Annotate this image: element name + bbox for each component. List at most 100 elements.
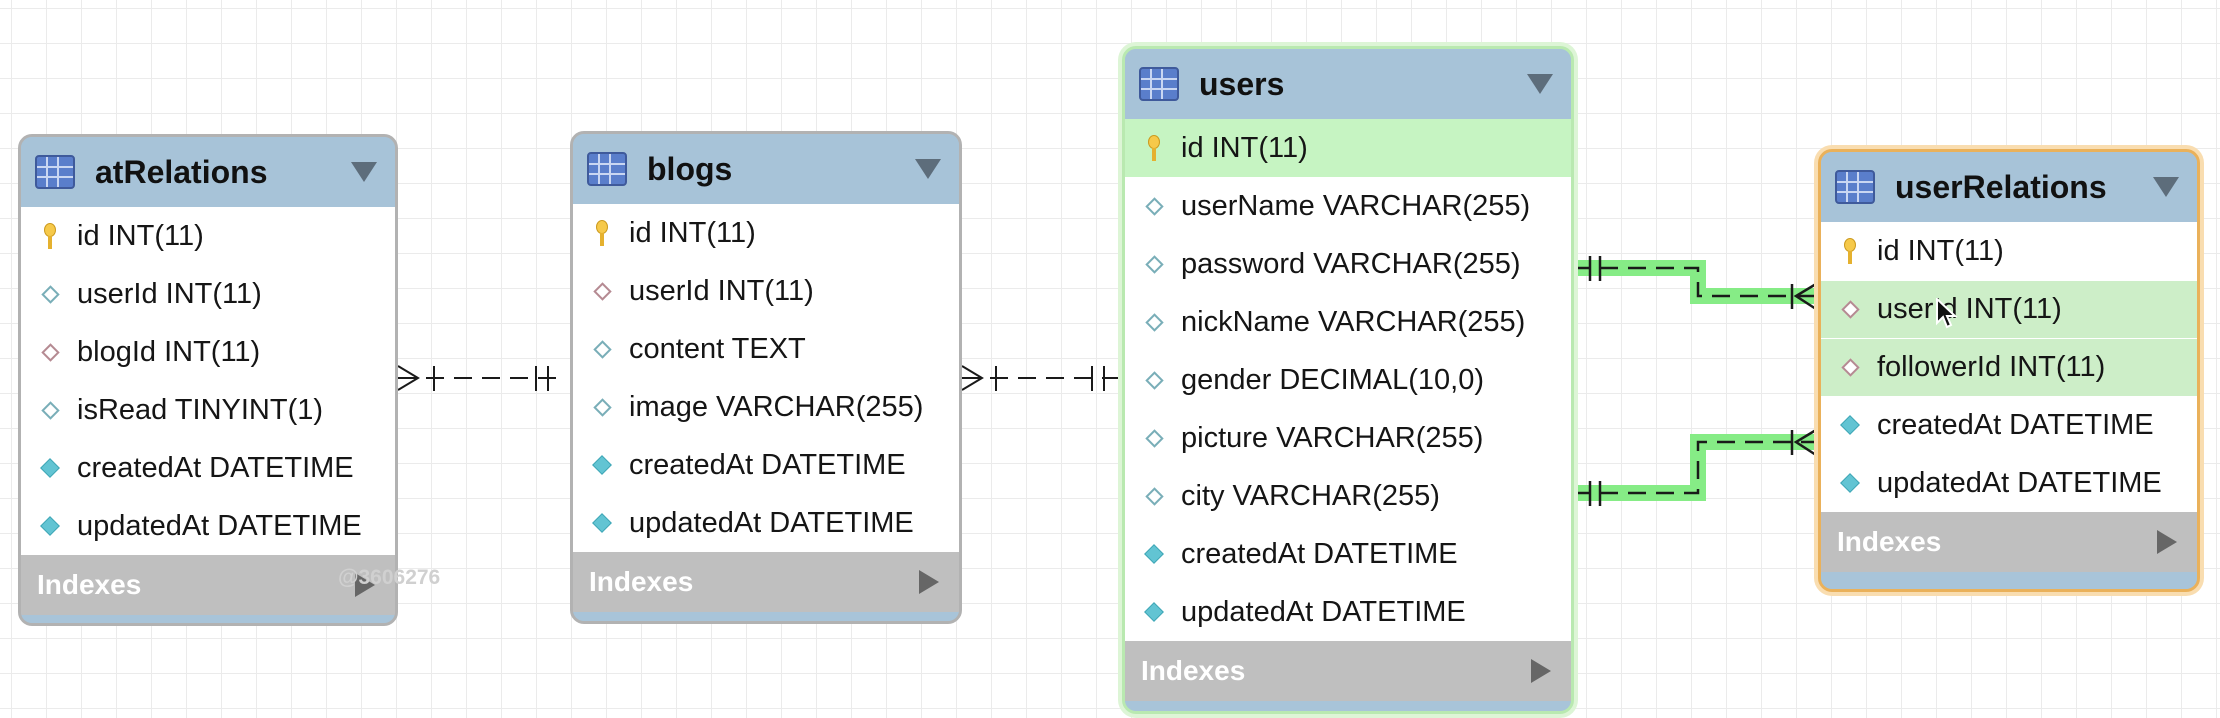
column-row[interactable]: updatedAt DATETIME <box>1125 583 1571 641</box>
foreign-key-diamond-icon <box>1837 300 1863 319</box>
table-header[interactable]: userRelations <box>1821 152 2197 222</box>
table-atrelations[interactable]: atRelations id INT(11) userId INT(11) blog… <box>18 134 398 626</box>
table-header[interactable]: users <box>1125 49 1571 119</box>
table-footer <box>573 612 959 621</box>
table-footer <box>1821 572 2197 589</box>
table-footer <box>21 615 395 623</box>
indexes-label: Indexes <box>589 566 694 597</box>
primary-key-icon <box>589 219 615 247</box>
column-row[interactable]: id INT(11) <box>573 204 959 262</box>
collapse-arrow-icon[interactable] <box>351 162 377 182</box>
column-row[interactable]: followerId INT(11) <box>1821 338 2197 396</box>
column-row[interactable]: createdAt DATETIME <box>1125 525 1571 583</box>
column-label: nickName VARCHAR(255) <box>1181 305 1526 338</box>
column-label: password VARCHAR(255) <box>1181 247 1521 280</box>
column-row[interactable]: content TEXT <box>573 320 959 378</box>
column-row[interactable]: userName VARCHAR(255) <box>1125 177 1571 235</box>
indexes-label: Indexes <box>37 569 142 600</box>
collapse-arrow-icon[interactable] <box>1527 74 1553 94</box>
column-label: updatedAt DATETIME <box>1181 595 1466 628</box>
not-null-diamond-icon <box>37 516 63 536</box>
collapse-arrow-icon[interactable] <box>2153 177 2179 197</box>
column-row[interactable]: userId INT(11) <box>21 265 395 323</box>
column-row[interactable]: picture VARCHAR(255) <box>1125 409 1571 467</box>
column-label: userId INT(11) <box>77 277 262 310</box>
table-icon <box>35 155 75 189</box>
column-diamond-icon <box>1141 196 1167 216</box>
column-row[interactable]: isRead TINYINT(1) <box>21 381 395 439</box>
not-null-diamond-icon <box>589 513 615 533</box>
table-name: users <box>1199 65 1285 102</box>
column-diamond-icon <box>1141 254 1167 274</box>
column-label: createdAt DATETIME <box>629 448 906 481</box>
primary-key-icon <box>37 222 63 250</box>
table-icon <box>587 152 627 186</box>
column-diamond-icon <box>1141 370 1167 390</box>
primary-key-icon <box>1837 237 1863 265</box>
column-label: createdAt DATETIME <box>1181 537 1458 570</box>
indexes-section[interactable]: Indexes <box>1125 641 1571 701</box>
column-row[interactable]: updatedAt DATETIME <box>1821 454 2197 512</box>
table-footer <box>1125 701 1571 711</box>
expand-arrow-icon[interactable] <box>355 573 375 597</box>
column-row[interactable]: updatedAt DATETIME <box>21 497 395 555</box>
foreign-key-diamond-icon <box>1837 358 1863 377</box>
column-label: isRead TINYINT(1) <box>77 393 324 426</box>
column-row[interactable]: blogId INT(11) <box>21 323 395 381</box>
column-row[interactable]: id INT(11) <box>21 207 395 265</box>
column-label: userId INT(11) <box>629 274 814 307</box>
column-label: image VARCHAR(255) <box>629 390 924 423</box>
column-label: updatedAt DATETIME <box>629 506 914 539</box>
indexes-section[interactable]: Indexes <box>1821 512 2197 572</box>
column-row[interactable]: nickName VARCHAR(255) <box>1125 293 1571 351</box>
column-row[interactable]: id INT(11) <box>1125 119 1571 177</box>
column-label: userId INT(11) <box>1877 293 2062 325</box>
relationship-users-userrelations-userid[interactable] <box>1572 256 1818 311</box>
indexes-section[interactable]: Indexes <box>573 552 959 612</box>
relationship-users-userrelations-followerid[interactable] <box>1572 428 1818 506</box>
column-label: blogId INT(11) <box>77 335 261 368</box>
column-row[interactable]: image VARCHAR(255) <box>573 378 959 436</box>
column-row[interactable]: userId INT(11) <box>1821 280 2197 338</box>
table-users[interactable]: users id INT(11)userName VARCHAR(255) pas… <box>1122 46 1574 714</box>
indexes-section[interactable]: Indexes <box>21 555 395 615</box>
column-label: updatedAt DATETIME <box>1877 466 2162 499</box>
not-null-diamond-icon <box>1837 415 1863 435</box>
column-label: createdAt DATETIME <box>77 451 354 484</box>
column-row[interactable]: createdAt DATETIME <box>21 439 395 497</box>
column-diamond-icon <box>1141 312 1167 332</box>
column-list: id INT(11)userName VARCHAR(255) password … <box>1125 119 1571 641</box>
collapse-arrow-icon[interactable] <box>915 159 941 179</box>
column-row[interactable]: userId INT(11) <box>573 262 959 320</box>
column-row[interactable]: createdAt DATETIME <box>1821 396 2197 454</box>
column-row[interactable]: gender DECIMAL(10,0) <box>1125 351 1571 409</box>
column-list: id INT(11) userId INT(11) followerId INT(1… <box>1821 222 2197 512</box>
expand-arrow-icon[interactable] <box>1531 659 1551 683</box>
table-blogs[interactable]: blogs id INT(11) userId INT(11) content TE… <box>570 131 962 624</box>
column-label: gender DECIMAL(10,0) <box>1181 363 1485 396</box>
expand-arrow-icon[interactable] <box>919 570 939 594</box>
column-label: followerId INT(11) <box>1877 351 2106 383</box>
column-row[interactable]: createdAt DATETIME <box>573 436 959 494</box>
table-userrelations[interactable]: userRelations id INT(11) userId INT(11) fo… <box>1818 149 2200 592</box>
watermark: @3606276 <box>338 566 441 589</box>
relationship-blogs-users[interactable] <box>961 365 1124 391</box>
mouse-cursor-icon <box>1936 298 1958 329</box>
table-header[interactable]: blogs <box>573 134 959 204</box>
table-name: atRelations <box>95 153 268 190</box>
relationship-atrelations-blogs[interactable] <box>397 365 562 391</box>
column-diamond-icon <box>589 397 615 417</box>
primary-key-icon <box>1141 134 1167 162</box>
column-label: updatedAt DATETIME <box>77 509 362 542</box>
column-row[interactable]: password VARCHAR(255) <box>1125 235 1571 293</box>
table-header[interactable]: atRelations <box>21 137 395 207</box>
expand-arrow-icon[interactable] <box>2157 530 2177 554</box>
column-row[interactable]: city VARCHAR(255) <box>1125 467 1571 525</box>
column-label: id INT(11) <box>629 216 756 249</box>
column-label: city VARCHAR(255) <box>1181 479 1440 512</box>
column-row[interactable]: updatedAt DATETIME <box>573 494 959 552</box>
indexes-label: Indexes <box>1141 655 1246 686</box>
table-name: blogs <box>647 150 733 187</box>
column-row[interactable]: id INT(11) <box>1821 222 2197 280</box>
